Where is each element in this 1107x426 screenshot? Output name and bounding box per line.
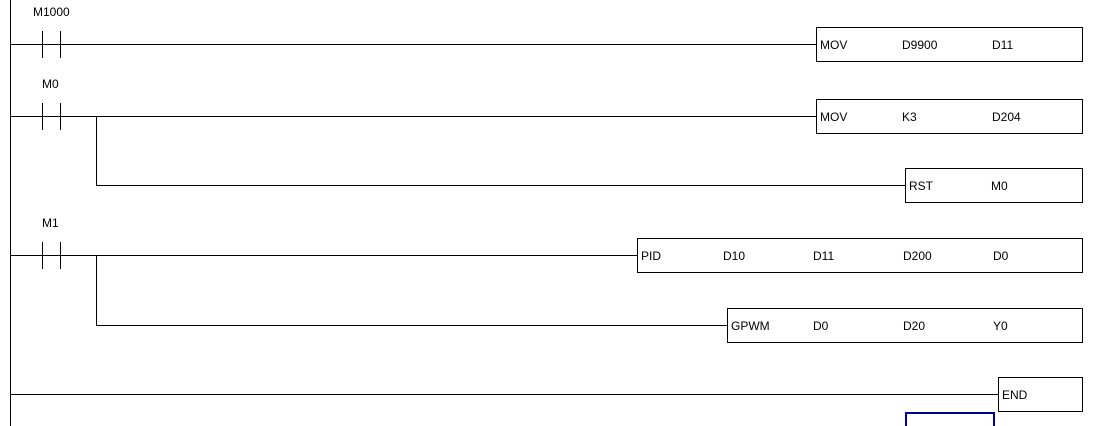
contact-bar-right	[60, 242, 61, 269]
instruction-name: MOV	[820, 109, 848, 124]
instruction-operand: D11	[992, 37, 1014, 52]
block-end[interactable]: END	[998, 377, 1083, 412]
contact-bar-left	[42, 242, 43, 269]
rung-line	[10, 44, 816, 45]
rung-line	[10, 116, 816, 117]
contact-m1000[interactable]	[42, 31, 61, 58]
instruction-operand: M0	[991, 178, 1008, 193]
contact-label-m0: M0	[42, 77, 59, 91]
branch-line	[96, 185, 905, 186]
block-gpwm[interactable]: GPWM D0 D20 Y0	[727, 308, 1083, 343]
block-mov-2[interactable]: MOV K3 D204	[816, 99, 1083, 134]
branch-vertical	[96, 255, 97, 325]
instruction-name: RST	[909, 178, 933, 193]
contact-label-m1: M1	[42, 216, 59, 230]
instruction-name: GPWM	[731, 318, 770, 333]
instruction-operand: D20	[903, 318, 926, 333]
contact-m1[interactable]	[42, 242, 61, 269]
instruction-operand: D0	[993, 248, 1009, 263]
rung-line	[10, 255, 637, 256]
branch-line	[96, 325, 727, 326]
contact-bar-left	[42, 31, 43, 58]
branch-vertical	[96, 116, 97, 185]
instruction-operand: D11	[813, 248, 835, 263]
contact-bar-right	[60, 103, 61, 130]
contact-bar-left	[42, 103, 43, 130]
selection-cursor[interactable]	[905, 412, 995, 426]
instruction-operand: Y0	[993, 318, 1008, 333]
instruction-name: PID	[641, 248, 662, 263]
contact-label-m1000: M1000	[33, 5, 70, 19]
instruction-operand: K3	[902, 109, 917, 124]
block-rst[interactable]: RST M0	[905, 168, 1083, 203]
instruction-name: MOV	[820, 37, 848, 52]
contact-m0[interactable]	[42, 103, 61, 130]
instruction-operand: D204	[992, 109, 1021, 124]
contact-bar-right	[60, 31, 61, 58]
instruction-operand: D0	[813, 318, 829, 333]
instruction-name: END	[1002, 387, 1028, 402]
instruction-operand: D10	[723, 248, 746, 263]
left-power-rail	[10, 0, 11, 426]
instruction-operand: D200	[903, 248, 932, 263]
block-pid[interactable]: PID D10 D11 D200 D0	[637, 238, 1083, 273]
block-mov-1[interactable]: MOV D9900 D11	[816, 27, 1083, 62]
rung-line	[10, 394, 998, 395]
instruction-operand: D9900	[902, 37, 938, 52]
